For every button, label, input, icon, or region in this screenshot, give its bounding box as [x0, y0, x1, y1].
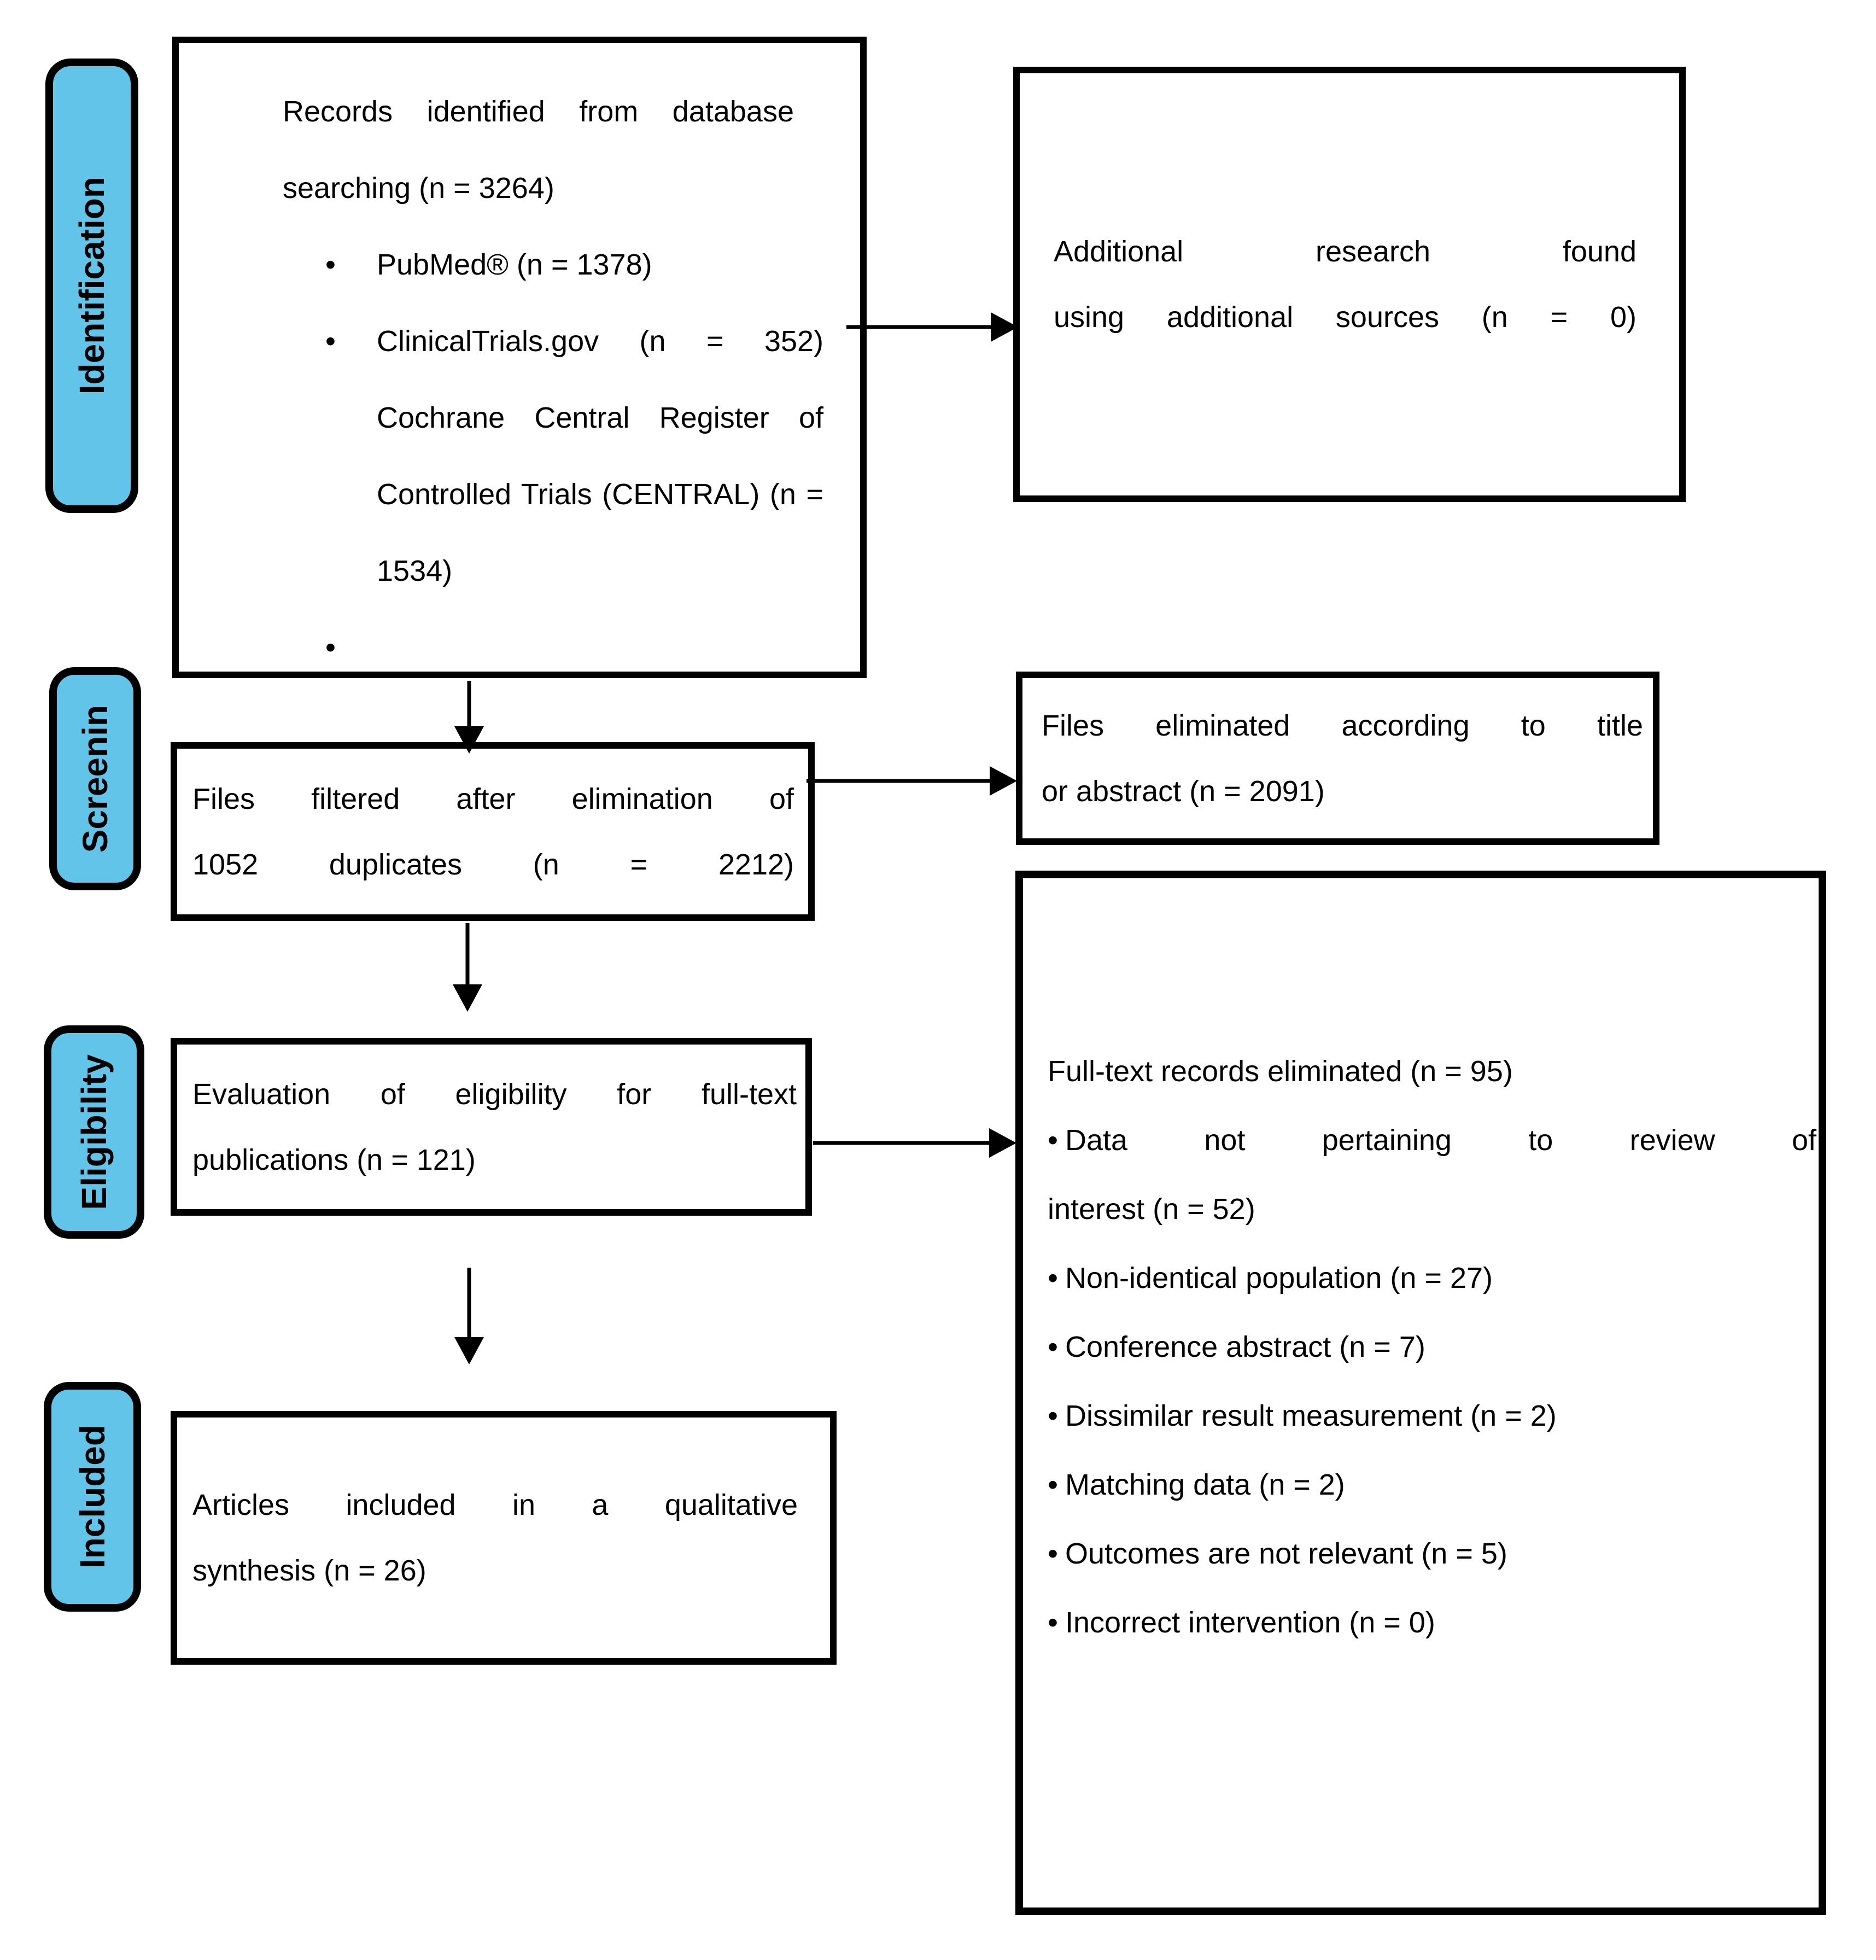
- stage-label-eligibility-text: Eligibility: [74, 1054, 114, 1210]
- articles-included-text: Articles included in a qualitative synth…: [192, 1472, 798, 1603]
- filtered-line-2: 1052 duplicates (n = 2212): [192, 848, 794, 881]
- titlefilter-line-2: or abstract (n = 2091): [1042, 774, 1325, 808]
- additional-sources-text: Additional research found using addition…: [1054, 219, 1637, 350]
- stage-label-eligibility: Eligibility: [44, 1025, 144, 1239]
- stage-label-included: Included: [44, 1382, 141, 1612]
- bullet-item-pubmed: PubMed® (n = 1378): [325, 226, 823, 303]
- records-line-1: Records identified from database: [283, 95, 794, 128]
- filtered-line-1: Files filtered after elimination of: [192, 782, 794, 815]
- records-line-2: searching (n = 3264): [283, 172, 554, 205]
- records-source-list: PubMed® (n = 1378) ClinicalTrials.gov (n…: [325, 226, 860, 686]
- additional-line-1: Additional research found: [1054, 235, 1637, 268]
- records-identified-box: Records identified from database searchi…: [172, 37, 867, 686]
- eligibility-evaluation-box: Evaluation of eligibility for full-text …: [171, 1038, 812, 1216]
- arrow-filtered-down: [453, 923, 482, 1012]
- bullet-item-clinicaltrials-cochrane: ClinicalTrials.gov (n = 352) Cochrane Ce…: [325, 303, 823, 609]
- fulltext-reason-list: Data not pertaining to review of interes…: [1048, 1106, 1819, 1657]
- arrow-evaluation-to-fulltext: [813, 1128, 1016, 1158]
- fulltext-eliminated-box: Full-text records eliminated (n = 95) Da…: [1015, 871, 1826, 1915]
- reason-item-matching-data: Matching data (n = 2): [1048, 1450, 1816, 1519]
- files-filtered-text: Files filtered after elimination of 1052…: [192, 766, 794, 897]
- stage-label-included-text: Included: [73, 1425, 112, 1569]
- files-eliminated-title-abstract-text: Files eliminated according to title or a…: [1042, 693, 1643, 824]
- reason-item-conference-abstract: Conference abstract (n = 7): [1048, 1312, 1816, 1381]
- reason-item-data-not-pertaining: Data not pertaining to review of interes…: [1048, 1106, 1816, 1244]
- included-line-1: Articles included in a qualitative: [192, 1489, 798, 1521]
- files-eliminated-title-abstract-box: Files eliminated according to title or a…: [1016, 672, 1659, 845]
- eligibility-evaluation-text: Evaluation of eligibility for full-text …: [192, 1061, 797, 1193]
- included-line-2: synthesis (n = 26): [192, 1554, 426, 1587]
- titlefilter-line-1: Files eliminated according to title: [1042, 709, 1643, 742]
- arrow-evaluation-down: [454, 1268, 484, 1364]
- stage-label-screening-text: Screenin: [75, 704, 115, 853]
- records-identified-text: Records identified from database searchi…: [283, 73, 794, 226]
- articles-included-box: Articles included in a qualitative synth…: [171, 1411, 837, 1665]
- additional-line-2: using additional sources (n = 0): [1054, 301, 1637, 334]
- reason-item-result-measurement: Dissimilar result measurement (n = 2): [1048, 1381, 1816, 1450]
- reason-item-incorrect-intervention: Incorrect intervention (n = 0): [1048, 1588, 1816, 1657]
- fulltext-eliminated-title: Full-text records eliminated (n = 95): [1048, 1055, 1513, 1088]
- arrow-records-to-additional: [846, 312, 1018, 342]
- stage-label-screening: Screenin: [49, 667, 141, 890]
- stage-label-identification: Identification: [45, 59, 138, 513]
- additional-sources-box: Additional research found using addition…: [1013, 67, 1686, 502]
- stage-label-identification-text: Identification: [72, 177, 112, 395]
- files-filtered-box: Files filtered after elimination of 1052…: [171, 742, 815, 921]
- evaluation-line-2: publications (n = 121): [192, 1143, 476, 1176]
- reason-item-population: Non-identical population (n = 27): [1048, 1244, 1816, 1312]
- arrow-filtered-to-eliminated: [806, 766, 1017, 796]
- reason-item-outcomes: Outcomes are not relevant (n = 5): [1048, 1519, 1816, 1588]
- bullet-item-empty: [325, 609, 823, 686]
- evaluation-line-1: Evaluation of eligibility for full-text: [192, 1077, 797, 1111]
